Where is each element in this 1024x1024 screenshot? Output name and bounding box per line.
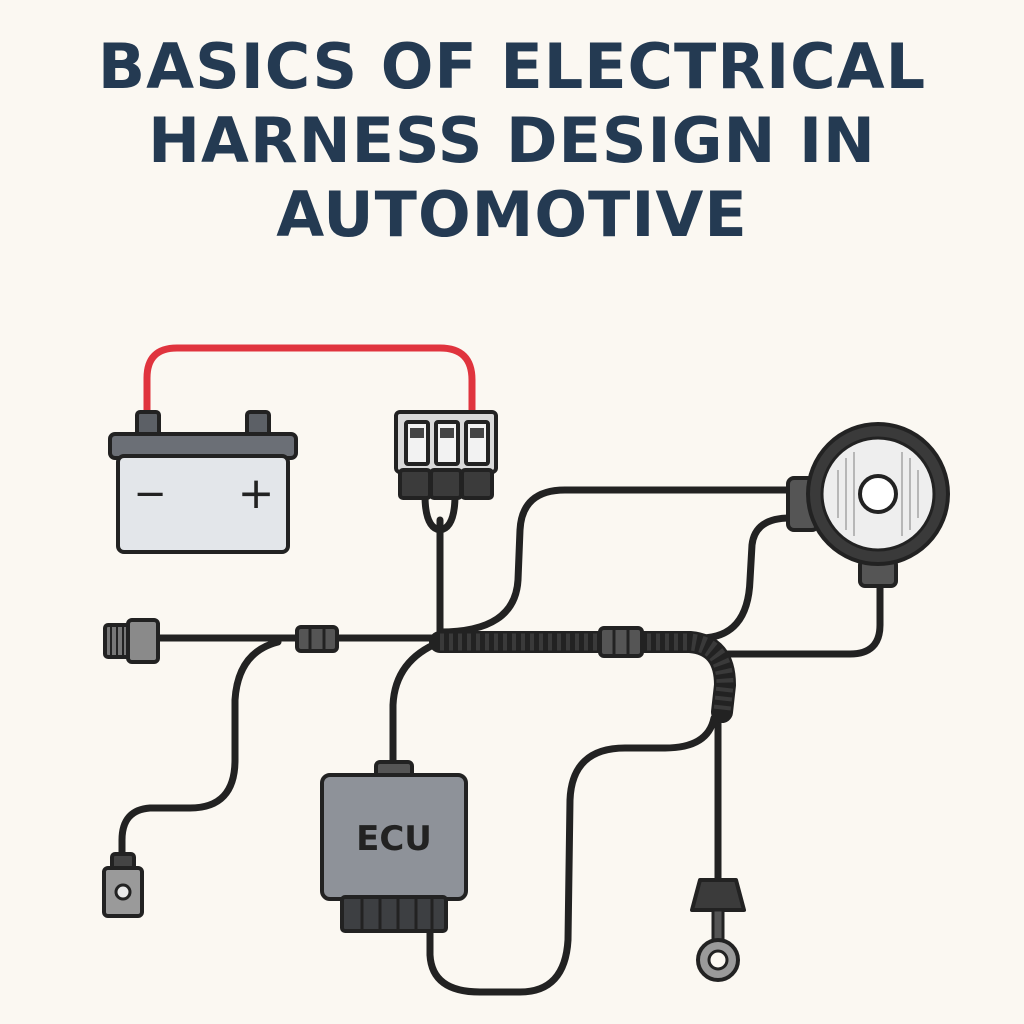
left-sensor: [102, 852, 144, 918]
wire-to-lamp-middle: [696, 514, 804, 642]
corrugated-conduit: [429, 631, 736, 723]
title-line-1: BASICS OF ELECTRICAL: [97, 30, 927, 103]
positive-wire: [143, 344, 476, 419]
page-title: BASICS OF ELECTRICAL HARNESS DESIGN IN A…: [0, 30, 1024, 252]
battery-negative-symbol: −: [133, 471, 167, 517]
title-line-3: AUTOMOTIVE: [276, 178, 748, 251]
wire-to-left-sensor: [118, 638, 282, 862]
ecu-module: [320, 760, 468, 933]
fuse-box: [394, 410, 498, 500]
wire-fuse-loop: [421, 491, 459, 534]
wire-to-ecu: [389, 638, 444, 769]
wire-to-lamp-top: [436, 486, 804, 636]
wiring-harness: [118, 486, 884, 996]
inline-connector-left: [295, 625, 339, 653]
lamp-icon: [786, 422, 950, 588]
wire-lamp-bottom: [711, 576, 884, 658]
ecu-label: ECU: [356, 819, 432, 859]
title-line-2: HARNESS DESIGN IN: [148, 104, 876, 177]
battery-positive-symbol: +: [238, 468, 275, 519]
left-plug-connector: [103, 618, 160, 664]
battery: [108, 410, 298, 554]
inline-connector-right: [598, 626, 644, 658]
ground-ring-terminal: [690, 878, 746, 982]
wire-ecu-bottom-loop: [426, 714, 718, 996]
